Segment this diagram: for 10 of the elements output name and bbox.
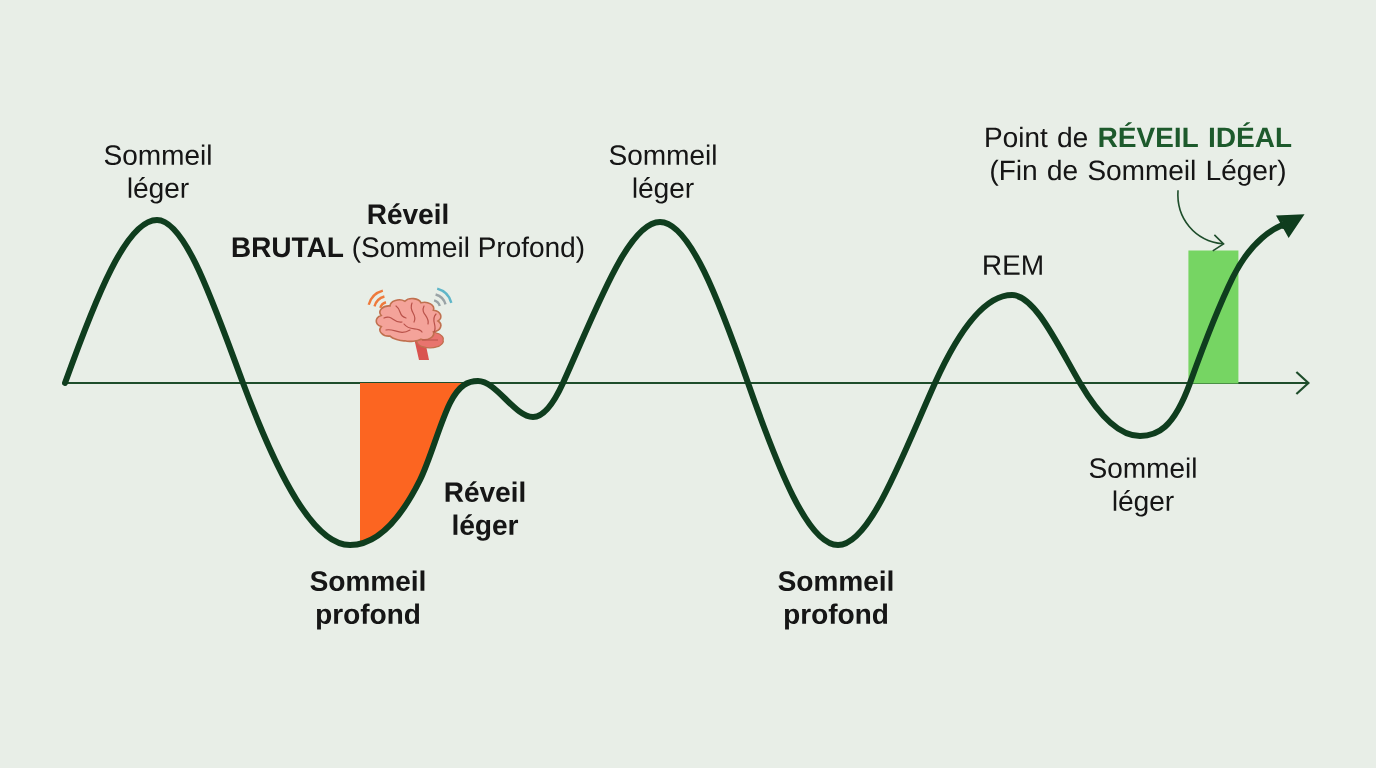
stage-label: REM bbox=[984, 255, 1042, 275]
stage-label: Sommeil profond bbox=[778, 570, 893, 630]
leader-arrow bbox=[1177, 189, 1225, 252]
stage-label: Sommeil léger bbox=[1089, 457, 1196, 517]
stage-label: Sommeil profond bbox=[310, 570, 425, 630]
annotation-text: Réveil BRUTAL (Sommeil Profond) bbox=[232, 203, 584, 263]
stage-label: Sommeil léger bbox=[609, 144, 716, 204]
stage-label: Réveil léger bbox=[445, 481, 525, 541]
annotation-text: Point de RÉVEIL IDÉAL (Fin de Sommeil Léger) bbox=[986, 122, 1292, 186]
stage-label: Sommeil léger bbox=[104, 144, 211, 204]
